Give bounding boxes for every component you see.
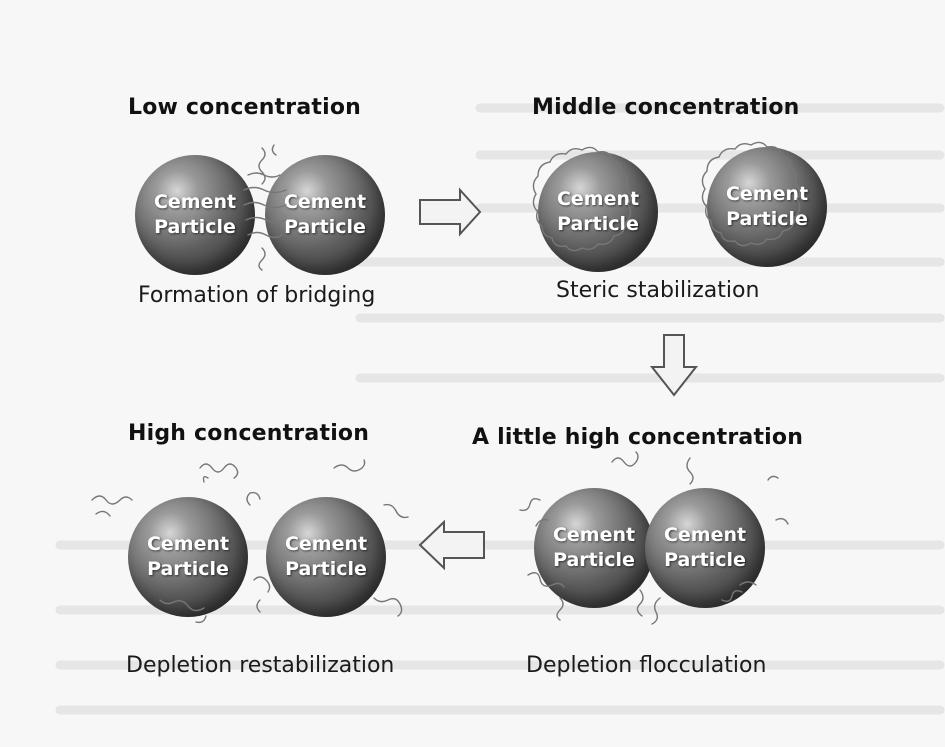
particle-label-line2: Particle (557, 213, 639, 235)
cement-particle: Cement Particle (266, 497, 386, 617)
steric-stabilization-caption: Steric stabilization (556, 278, 760, 303)
formation-of-bridging-caption: Formation of bridging (138, 283, 376, 308)
depletion-restabilization-caption: Depletion restabilization (126, 653, 395, 678)
middle-concentration-heading: Middle concentration (532, 95, 800, 120)
particle-label-line2: Particle (285, 558, 367, 580)
particle-label-line1: Cement (146, 533, 230, 555)
cement-particle: Cement Particle (265, 155, 385, 275)
particle-label-line1: Cement (725, 183, 809, 205)
high-concentration-heading: High concentration (128, 421, 370, 446)
particle-label-line2: Particle (284, 216, 366, 238)
particle-label-line1: Cement (153, 191, 237, 213)
cement-particle: Cement Particle (128, 497, 248, 617)
cement-particle: Cement Particle (645, 488, 765, 608)
cement-particle: Cement Particle (707, 147, 827, 267)
particle-label-line2: Particle (147, 558, 229, 580)
particle-label-line2: Particle (154, 216, 236, 238)
particle-label-line1: Cement (556, 188, 640, 210)
a-little-high-concentration-heading: A little high concentration (472, 425, 804, 450)
particle-label-line1: Cement (283, 191, 367, 213)
particle-label-line2: Particle (553, 549, 635, 571)
particle-label-line1: Cement (552, 524, 636, 546)
depletion-flocculation-caption: Depletion flocculation (526, 653, 767, 678)
particle-label-line1: Cement (663, 524, 747, 546)
cement-particle: Cement Particle (538, 152, 658, 272)
particle-label-line2: Particle (726, 208, 808, 230)
particle-label-line1: Cement (284, 533, 368, 555)
cement-particle: Cement Particle (135, 155, 255, 275)
low-concentration-heading: Low concentration (128, 95, 362, 120)
cement-particle: Cement Particle (534, 488, 654, 608)
particle-label-line2: Particle (664, 549, 746, 571)
